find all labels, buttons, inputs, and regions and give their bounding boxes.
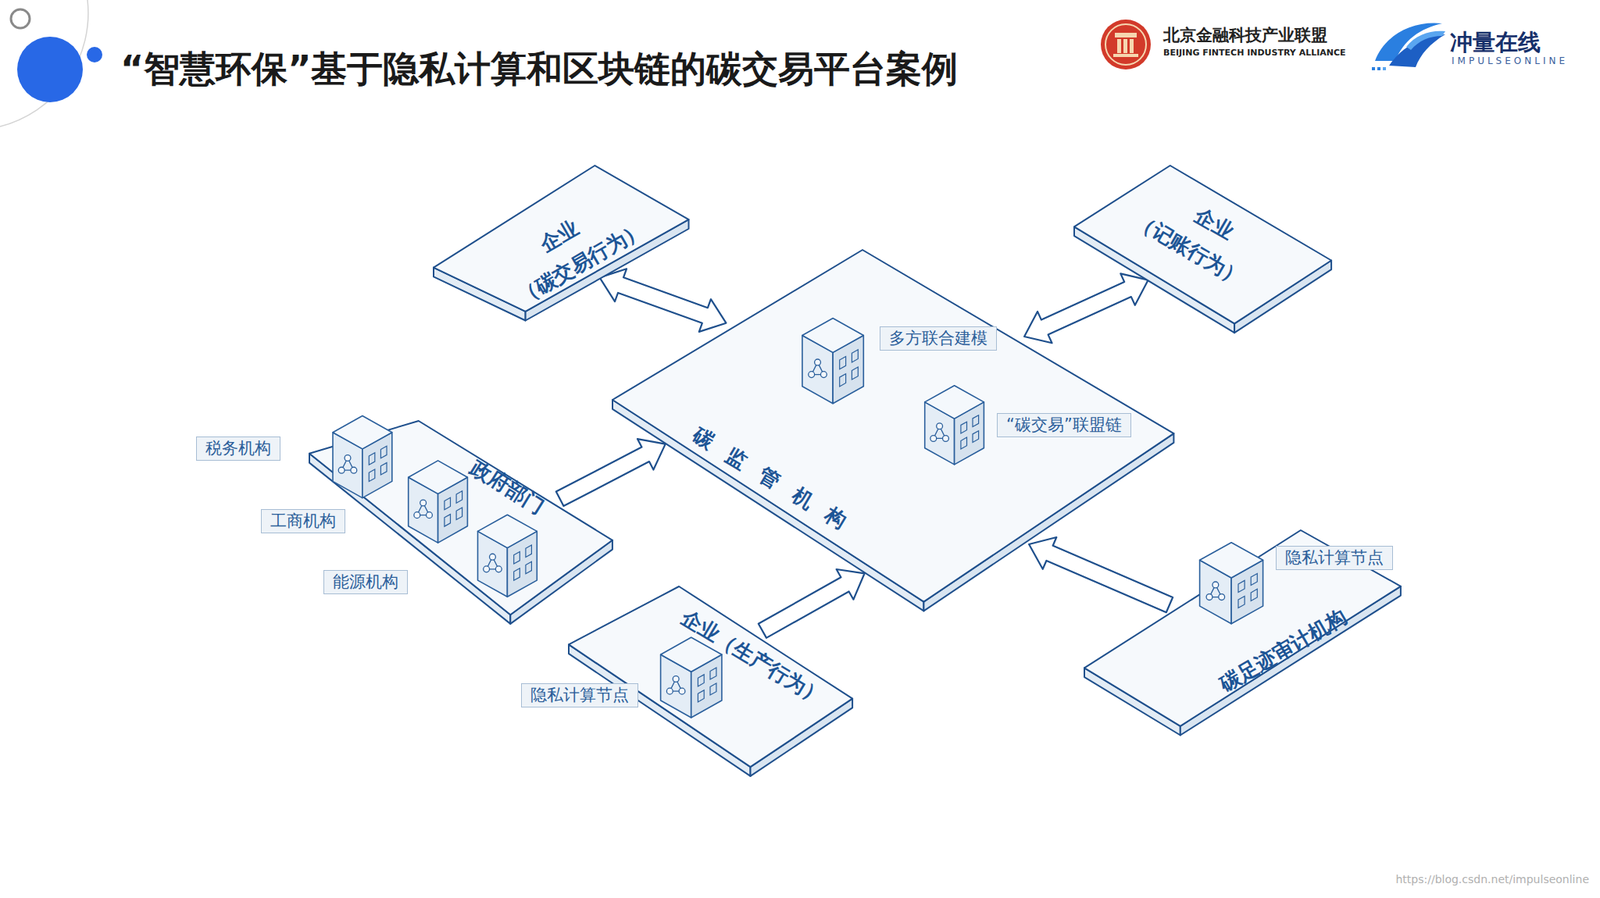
network-glyph <box>814 359 821 366</box>
audit-plate: 碳足迹审计机构隐私计算节点 <box>1084 530 1401 736</box>
fintech-logo <box>1100 19 1151 70</box>
building-window <box>380 446 387 460</box>
building-window <box>697 675 704 687</box>
network-glyph <box>414 512 421 519</box>
building-roof <box>477 515 537 549</box>
building-roof <box>332 416 393 450</box>
network-glyph <box>666 688 673 695</box>
building-window <box>960 437 968 450</box>
building-window <box>710 667 717 680</box>
blue-dot <box>17 36 83 103</box>
callout-box: 隐私计算节点 <box>521 683 639 708</box>
network-glyph <box>344 455 351 462</box>
building-window <box>368 470 375 483</box>
page-title: “智慧环保”基于隐私计算和区块链的碳交易平台案例 <box>120 47 958 91</box>
enterprise-plate: 企业（碳交易行为） <box>433 165 690 322</box>
regulator-plate: 碳监管机构多方联合建模“碳交易”联盟链 <box>612 250 1174 611</box>
callout-box: 能源机构 <box>323 570 408 595</box>
callout-box: 税务机构 <box>196 436 281 461</box>
block-arrow <box>600 268 727 333</box>
building-window <box>710 683 717 696</box>
network-glyph <box>820 371 827 379</box>
plate-top <box>612 250 1174 603</box>
block-arrow <box>556 439 666 507</box>
building-window <box>444 514 451 528</box>
plate-top <box>433 165 690 312</box>
plate-top <box>1084 530 1401 727</box>
building-window <box>444 498 451 511</box>
brand-name: 冲量在线 <box>1450 28 1541 57</box>
block-arrow <box>1028 537 1173 613</box>
network-glyph <box>807 371 815 379</box>
building-window <box>380 463 387 476</box>
plate-top <box>309 421 613 615</box>
alliance-english: BEIJING FINTECH INDUSTRY ALLIANCE <box>1163 47 1347 58</box>
callout-text: 多方联合建模 <box>889 328 988 349</box>
block-arrow <box>1024 273 1149 343</box>
network-glyph <box>1206 594 1213 601</box>
impulse-logo <box>1371 22 1446 71</box>
building-window <box>513 552 520 565</box>
plate-top <box>1074 165 1332 324</box>
network-glyph <box>338 467 345 475</box>
building-window <box>525 545 533 558</box>
corner-arc <box>0 0 89 127</box>
callout-text: 能源机构 <box>332 572 399 593</box>
network-glyph <box>1212 582 1219 589</box>
callout-text: 隐私计算节点 <box>530 685 629 706</box>
callout-box: 隐私计算节点 <box>1275 546 1393 571</box>
network-glyph <box>489 554 496 561</box>
plate-top <box>568 586 853 768</box>
brand-english: IMPULSEONLINE <box>1451 55 1568 67</box>
callout-text: “碳交易”联盟链 <box>1006 415 1122 436</box>
block-arrow <box>758 569 865 639</box>
network-glyph <box>425 512 433 519</box>
callout-text: 税务机构 <box>205 439 272 459</box>
building-window <box>1238 581 1245 593</box>
network-glyph <box>672 676 679 683</box>
network-glyph <box>942 435 949 443</box>
callout-box: 多方联合建模 <box>879 326 997 351</box>
enterprise-plate: 企业（生产行为）隐私计算节点 <box>568 586 853 777</box>
building-window <box>456 491 463 504</box>
building-window <box>839 374 846 387</box>
network-glyph <box>495 566 502 573</box>
building-window <box>456 508 463 522</box>
alliance-name: 北京金融科技产业联盟 <box>1163 25 1328 46</box>
enterprise-plate: 企业（记账行为） <box>1074 165 1332 333</box>
building-window <box>513 568 520 582</box>
building-window <box>851 350 858 363</box>
network-glyph <box>930 435 937 443</box>
network-glyph <box>1218 594 1225 601</box>
callout-text: 工商机构 <box>270 511 336 532</box>
building-window <box>1251 589 1258 601</box>
building-window <box>525 562 533 575</box>
building-window <box>972 415 979 428</box>
callout-box: “碳交易”联盟链 <box>996 413 1132 438</box>
building-window <box>839 357 846 370</box>
network-glyph <box>482 566 490 573</box>
network-glyph <box>350 467 358 475</box>
building-roof <box>407 460 468 495</box>
government-plate: 政府部门税务机构工商机构能源机构 <box>309 421 613 625</box>
building-window <box>1251 574 1258 586</box>
network-glyph <box>678 688 686 695</box>
callout-text: 隐私计算节点 <box>1285 548 1384 568</box>
ring-dot <box>10 9 30 29</box>
building-window <box>697 690 704 703</box>
network-glyph <box>935 423 943 430</box>
callout-box: 工商机构 <box>260 509 346 534</box>
blue-dot <box>86 46 103 63</box>
building-roof <box>802 318 864 354</box>
building-window <box>960 421 968 434</box>
building-window <box>368 453 375 466</box>
network-glyph <box>419 500 426 507</box>
building-window <box>1238 596 1245 609</box>
building-window <box>851 367 858 380</box>
watermark: https://blog.csdn.net/impulseonline <box>1395 873 1590 887</box>
building-window <box>972 431 979 443</box>
building-roof <box>924 385 984 419</box>
building-roof <box>1200 542 1264 579</box>
